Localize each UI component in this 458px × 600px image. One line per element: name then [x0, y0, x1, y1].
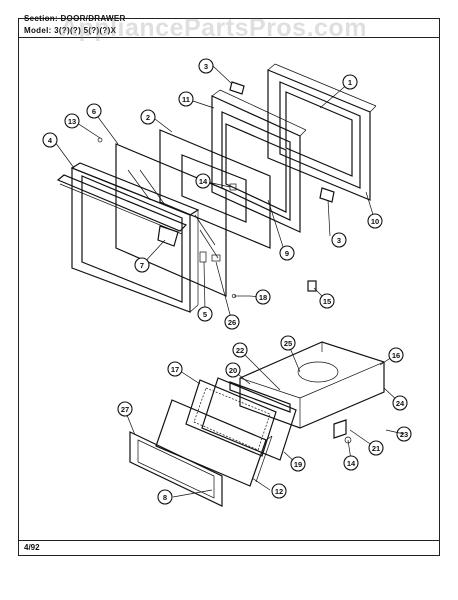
- callout-10: 10: [367, 213, 383, 229]
- svg-text:23: 23: [400, 430, 408, 439]
- callout-20: 20: [225, 362, 241, 378]
- door-inner-panel: [267, 63, 377, 201]
- svg-text:10: 10: [371, 217, 379, 226]
- svg-text:27: 27: [121, 405, 129, 414]
- outer-door-frame: [70, 162, 200, 313]
- callout-6: 6: [86, 103, 102, 119]
- revision-date: 4/92: [24, 543, 40, 552]
- lower-hinge: [319, 187, 335, 203]
- svg-text:5: 5: [203, 310, 207, 319]
- callout-8: 8: [157, 489, 173, 505]
- callout-13: 13: [64, 113, 80, 129]
- svg-text:7: 7: [140, 261, 144, 270]
- callout-12: 12: [271, 483, 287, 499]
- svg-text:13: 13: [68, 117, 76, 126]
- svg-text:3: 3: [204, 62, 208, 71]
- svg-text:18: 18: [259, 293, 267, 302]
- svg-text:20: 20: [229, 366, 237, 375]
- bracket-5: [199, 251, 207, 263]
- svg-text:25: 25: [284, 339, 292, 348]
- callout-22: 22: [232, 342, 248, 358]
- screw-13: [97, 137, 103, 143]
- drawer-slide: [333, 419, 352, 444]
- svg-text:3: 3: [337, 236, 341, 245]
- svg-text:26: 26: [228, 318, 236, 327]
- svg-text:19: 19: [294, 460, 302, 469]
- svg-text:24: 24: [396, 399, 405, 408]
- svg-text:8: 8: [163, 493, 167, 502]
- callout-26: 26: [224, 314, 240, 330]
- svg-text:11: 11: [182, 95, 190, 104]
- callout-21: 21: [368, 440, 384, 456]
- inner-door-frame: [211, 89, 307, 233]
- clip-15: [307, 280, 317, 292]
- svg-text:6: 6: [92, 107, 96, 116]
- diagram-frame: [18, 18, 440, 556]
- callout-2: 2: [140, 109, 156, 125]
- svg-text:14: 14: [347, 459, 356, 468]
- section-title: Section: DOOR/DRAWER: [24, 14, 126, 23]
- svg-text:12: 12: [275, 487, 283, 496]
- footer-divider: [18, 540, 440, 541]
- callout-7: 7: [134, 257, 150, 273]
- drawer-front-panel: [155, 399, 273, 487]
- svg-text:9: 9: [285, 249, 289, 258]
- screw-18: [231, 293, 250, 299]
- callout-19: 19: [290, 456, 306, 472]
- insulation-panel: [159, 129, 271, 249]
- callout-3-lower: 3: [331, 232, 347, 248]
- header-divider: [18, 37, 440, 38]
- drawer-handle-frame: [129, 431, 223, 507]
- leader-23: [385, 429, 405, 435]
- callout-27: 27: [117, 401, 133, 417]
- callout-5: 5: [197, 306, 213, 322]
- upper-hinge: [229, 81, 245, 95]
- drawer-back-panel: [201, 377, 297, 461]
- svg-text:16: 16: [392, 351, 400, 360]
- callout-14-lower: 14: [343, 455, 359, 471]
- svg-text:22: 22: [236, 346, 244, 355]
- door-glass: [115, 143, 227, 297]
- callout-24: 24: [392, 395, 408, 411]
- drawer-side-rail: [229, 381, 291, 413]
- drawer-insulation: [185, 379, 277, 457]
- svg-text:21: 21: [372, 444, 380, 453]
- callout-14-upper: 14: [195, 173, 211, 189]
- callout-16: 16: [388, 347, 404, 363]
- svg-text:17: 17: [171, 365, 179, 374]
- callout-3-upper: 3: [198, 58, 214, 74]
- watermark: AppliancePartsPros.com: [60, 14, 367, 42]
- svg-text:15: 15: [323, 297, 331, 306]
- callout-15: 15: [319, 293, 335, 309]
- door-handle: [56, 174, 188, 247]
- callout-18: 18: [255, 289, 271, 305]
- callout-4: 4: [42, 132, 58, 148]
- svg-text:14: 14: [199, 177, 208, 186]
- svg-text:4: 4: [48, 136, 53, 145]
- drawer-box: [239, 341, 385, 429]
- callout-1: 1: [342, 74, 358, 90]
- callout-25: 25: [280, 335, 296, 351]
- callout-11: 11: [178, 91, 194, 107]
- clip-26: [211, 254, 221, 262]
- svg-text:1: 1: [348, 78, 352, 87]
- callout-17: 17: [167, 361, 183, 377]
- svg-text:2: 2: [146, 113, 150, 122]
- callout-9: 9: [279, 245, 295, 261]
- model-title: Model: 3(?)(?) 5(?)(?)X: [24, 26, 117, 35]
